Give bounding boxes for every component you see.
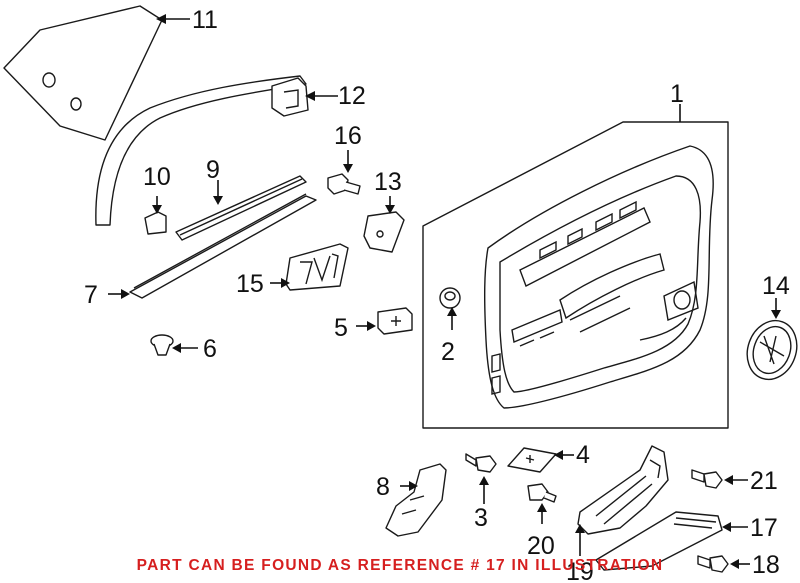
callout-16: 16 xyxy=(334,122,362,150)
part-13-mirror-cover xyxy=(363,211,405,253)
part-10-clip xyxy=(144,211,167,235)
callout-11: 11 xyxy=(192,6,218,34)
part-7-sill-strip xyxy=(129,193,317,299)
callout-20: 20 xyxy=(527,532,555,560)
callout-2: 2 xyxy=(441,338,455,366)
part-6-push-clip xyxy=(150,334,174,356)
callout-18: 18 xyxy=(752,551,780,579)
callout-3: 3 xyxy=(474,504,488,532)
part-5-switch xyxy=(377,307,413,335)
callout-12: 12 xyxy=(338,82,366,110)
callout-15: 15 xyxy=(236,270,264,298)
part-4-pad xyxy=(507,447,557,473)
reference-notice: PART CAN BE FOUND AS REFERENCE # 17 IN I… xyxy=(136,557,664,574)
callout-1: 1 xyxy=(670,80,684,108)
part-20-bolt xyxy=(527,483,557,503)
callout-14: 14 xyxy=(762,272,790,300)
part-2-fastener xyxy=(439,287,461,309)
callout-21: 21 xyxy=(750,467,778,495)
callout-7: 7 xyxy=(84,281,98,309)
part-19-armrest-base xyxy=(577,445,669,535)
part-16-bolt xyxy=(327,173,361,195)
callout-19: 19 xyxy=(566,558,594,583)
part-14-speaker-grille xyxy=(746,319,798,381)
callout-5: 5 xyxy=(334,314,348,342)
part-8-bracket xyxy=(385,463,447,537)
part-15-emblem xyxy=(285,243,349,291)
callout-6: 6 xyxy=(203,335,217,363)
part-1-door-trim-panel xyxy=(483,145,714,409)
part-12-frame-trim xyxy=(95,75,309,226)
callout-8: 8 xyxy=(376,473,390,501)
part-17-pull-handle xyxy=(595,511,723,571)
part-21-screw xyxy=(691,469,723,489)
callout-4: 4 xyxy=(576,441,590,469)
part-18-screw xyxy=(697,555,729,573)
part-9-belt-molding xyxy=(175,175,307,241)
callout-13: 13 xyxy=(374,168,402,196)
callout-9: 9 xyxy=(206,156,220,184)
callout-17: 17 xyxy=(750,514,778,542)
part-3-screw xyxy=(465,453,497,473)
callout-10: 10 xyxy=(143,163,171,191)
